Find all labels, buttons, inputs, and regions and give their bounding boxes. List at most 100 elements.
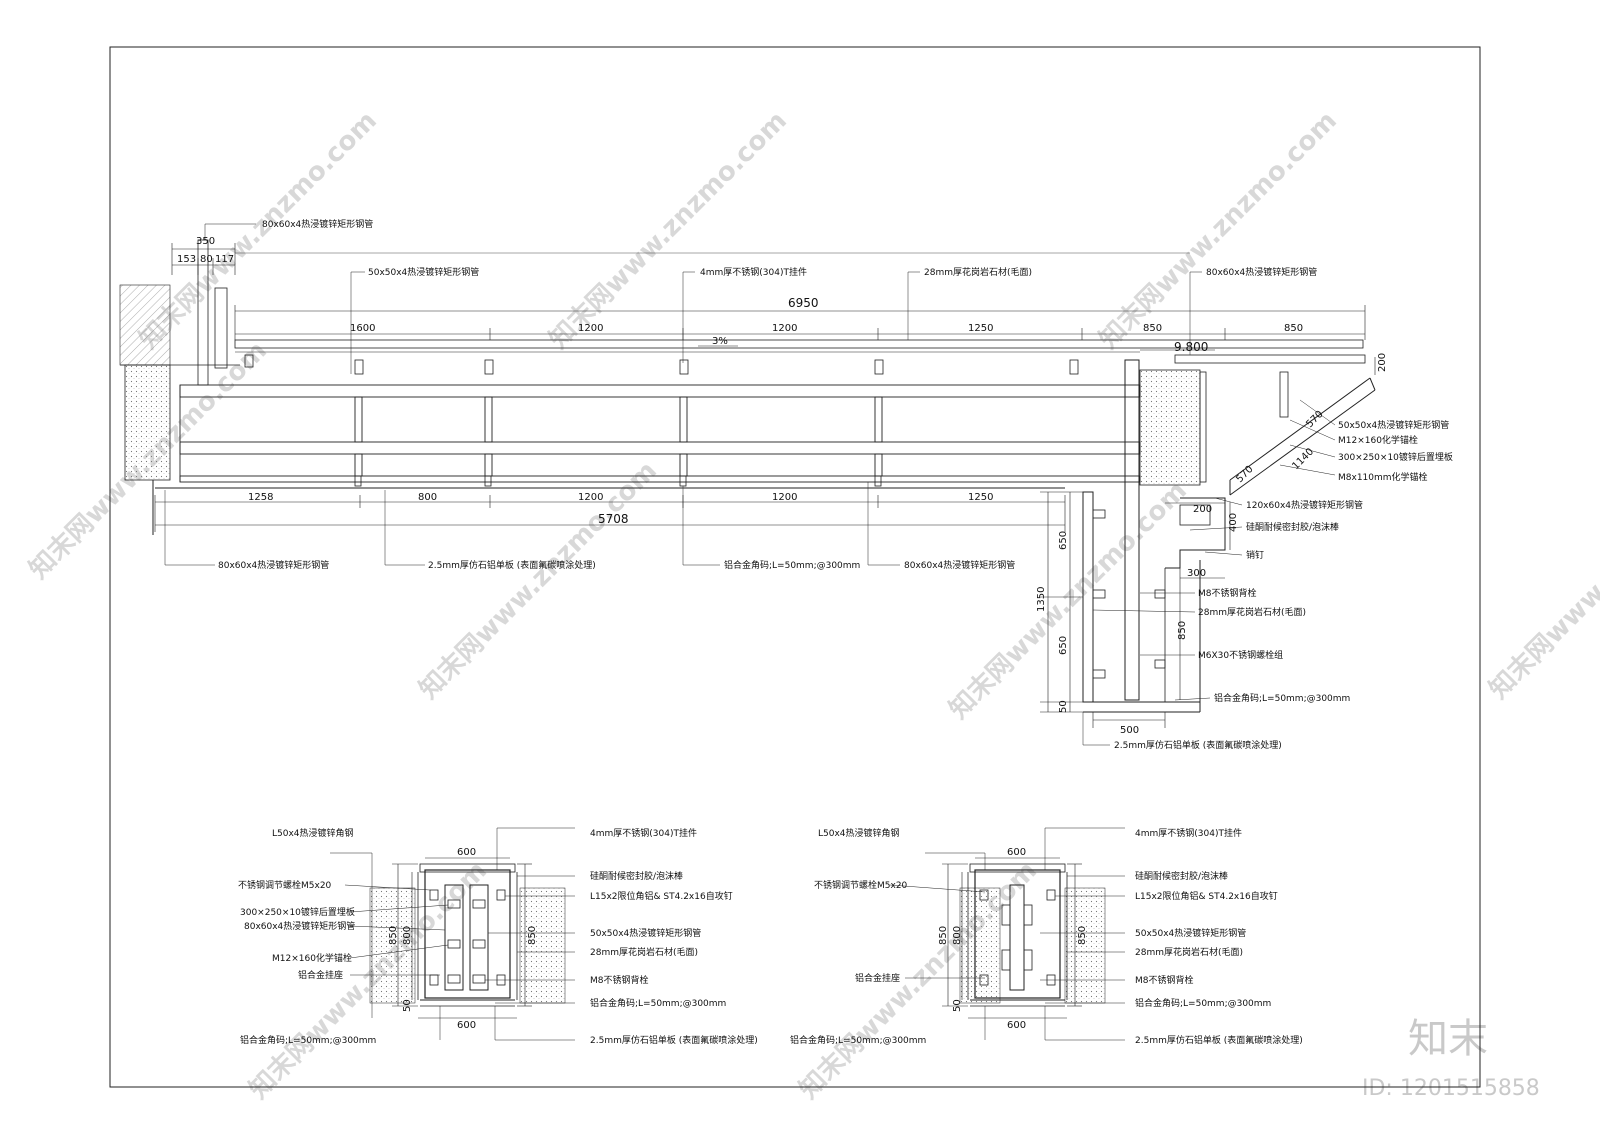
- label-alu-angle: 铝合金角码;L=50mm;@300mm: [724, 559, 860, 571]
- sr-dim-h850r: 850: [1077, 926, 1088, 945]
- label-r-tube120: 120x60x4热浸镀锌矩形钢管: [1246, 499, 1363, 511]
- dim-total-top: 6950: [788, 296, 819, 310]
- watermark-text: 知末网www.znzmo.com: [544, 106, 793, 355]
- sl-plate: 300×250×10镀锌后置埋板: [240, 906, 355, 918]
- sr-dim-bottom: 600: [1007, 1020, 1026, 1031]
- section-frame: [424, 869, 511, 999]
- dim-153: 153: [177, 254, 196, 265]
- dim-top-segment: 850: [1284, 323, 1303, 334]
- dim-r200: 200: [1193, 504, 1212, 515]
- label-r-tube50: 50x50x4热浸镀锌矩形钢管: [1338, 419, 1449, 431]
- sl-angle: L50x4热浸镀锌角钢: [272, 827, 354, 839]
- sl-alu-panel: 2.5mm厚仿石铝单板 (表面氟碳喷涂处理): [590, 1034, 758, 1046]
- dim-v850: 850: [1177, 621, 1188, 640]
- sl-dim-top: 600: [457, 847, 476, 858]
- label-granite: 28mm厚花岗岩石材(毛面): [924, 266, 1032, 278]
- dim-350: 350: [196, 236, 215, 247]
- drawing-frame: [109, 46, 1481, 1088]
- dim-117: 117: [215, 254, 234, 265]
- sr-alu-angle-r: 铝合金角码;L=50mm;@300mm: [1135, 997, 1271, 1009]
- sr-tube50: 50x50x4热浸镀锌矩形钢管: [1135, 927, 1246, 939]
- main-section-drawing: [119, 223, 1376, 746]
- watermark-text: 知末网www.znzmo.com: [244, 856, 493, 1105]
- label-r-alu-panel: 2.5mm厚仿石铝单板 (表面氟碳喷涂处理): [1114, 739, 1282, 751]
- sl-tube50: 50x50x4热浸镀锌矩形钢管: [590, 927, 701, 939]
- section-right-drawing: [889, 827, 1125, 1041]
- sl-bolt-m5: 不锈钢调节螺栓M5x20: [238, 879, 332, 891]
- elevation-label: 9.800: [1174, 340, 1208, 354]
- sr-bolt-m5: 不锈钢调节螺栓M5x20: [814, 879, 908, 891]
- watermark-text: 知末网www.znzmo.com: [414, 456, 663, 705]
- sr-dim-h800: 800: [952, 926, 963, 945]
- sl-dim-h50: 50: [402, 999, 413, 1012]
- dim-v1350: 1350: [1036, 587, 1047, 612]
- wall-concrete: [124, 364, 171, 481]
- sr-dim-h850l: 850: [938, 926, 949, 945]
- label-bottom-tube-mid: 80x60x4热浸镀锌矩形钢管: [904, 559, 1015, 571]
- sl-dim-bottom: 600: [457, 1020, 476, 1031]
- label-top-tube: 80x60x4热浸镀锌矩形钢管: [262, 218, 373, 230]
- sl-granite: 28mm厚花岗岩石材(毛面): [590, 946, 698, 958]
- label-alu-panel: 2.5mm厚仿石铝单板 (表面氟碳喷涂处理): [428, 559, 596, 571]
- dim-bottom-segment: 1258: [248, 492, 273, 503]
- dim-bottom-segment: 1200: [578, 492, 603, 503]
- dim-1140: 1140: [1290, 446, 1316, 472]
- watermark-text: 知末网www.znzmo.com: [794, 856, 1043, 1105]
- dim-b500: 500: [1120, 725, 1139, 736]
- sl-dim-h850r: 850: [527, 926, 538, 945]
- label-r-sealant: 硅酮耐候密封胶/泡沫棒: [1246, 521, 1339, 533]
- label-r-alu-angle: 铝合金角码;L=50mm;@300mm: [1214, 692, 1350, 704]
- image-id-watermark: ID: 1201515858: [1362, 1076, 1540, 1101]
- dim-r400: 400: [1228, 513, 1239, 532]
- label-r-m8-bolt: M8不锈钢背栓: [1198, 587, 1257, 599]
- watermark-layer: 知末网www.znzmo.com 知末网www.znzmo.com 知末网www…: [24, 106, 1600, 1105]
- dim-80: 80: [200, 254, 213, 265]
- dim-200: 200: [1377, 353, 1388, 372]
- label-r-pin: 销钉: [1246, 549, 1264, 561]
- dim-r300: 300: [1187, 568, 1206, 579]
- dim-v650a: 650: [1058, 531, 1069, 550]
- label-bottom-tube-left: 80x60x4热浸镀锌矩形钢管: [218, 559, 329, 571]
- dim-top-segment: 850: [1143, 323, 1162, 334]
- sl-alu-angle-l: 铝合金角码;L=50mm;@300mm: [240, 1034, 376, 1046]
- sl-tube80: 80x60x4热浸镀锌矩形钢管: [244, 920, 355, 932]
- dim-top-segment: 1600: [350, 323, 375, 334]
- dim-top-segment: 1200: [578, 323, 603, 334]
- label-right-tube: 80x60x4热浸镀锌矩形钢管: [1206, 266, 1317, 278]
- sl-l15: L15x2限位角铝& ST4.2x16自攻钉: [590, 890, 733, 902]
- label-tube50: 50x50x4热浸镀锌矩形钢管: [368, 266, 479, 278]
- sl-seat: 铝合金挂座: [298, 969, 343, 981]
- dim-bottom-segment: 1250: [968, 492, 993, 503]
- sl-dim-h800: 800: [402, 926, 413, 945]
- sr-hanger: 4mm厚不锈钢(304)T挂件: [1135, 827, 1242, 839]
- sl-m8: M8不锈钢背栓: [590, 974, 649, 986]
- sl-anchor: M12×160化学锚栓: [272, 952, 352, 964]
- dim-v650b: 650: [1058, 636, 1069, 655]
- label-r-anchor-m8: M8x110mm化学锚栓: [1338, 471, 1428, 483]
- steel-tube-middle: [179, 441, 1141, 455]
- label-r-plate: 300×250×10镀锌后置埋板: [1338, 451, 1453, 463]
- sr-sealant: 硅酮耐候密封胶/泡沫棒: [1135, 870, 1228, 882]
- steel-tube-upper: [179, 384, 1141, 398]
- dim-v50: 50: [1058, 700, 1069, 713]
- dim-total-bottom: 5708: [598, 512, 629, 526]
- sr-alu-panel: 2.5mm厚仿石铝单板 (表面氟碳喷涂处理): [1135, 1034, 1303, 1046]
- concrete-beam: [1139, 369, 1201, 486]
- dim-570a: 570: [1304, 409, 1325, 430]
- label-r-granite: 28mm厚花岗岩石材(毛面): [1198, 606, 1306, 618]
- label-hanger: 4mm厚不锈钢(304)T挂件: [700, 266, 807, 278]
- watermark-text: 知末网www.znzmo.com: [134, 106, 383, 355]
- sr-dim-h50: 50: [952, 999, 963, 1012]
- dim-bottom-segment: 800: [418, 492, 437, 503]
- dim-top-segment: 1250: [968, 323, 993, 334]
- sr-seat: 铝合金挂座: [855, 972, 900, 984]
- sl-alu-angle-r: 铝合金角码;L=50mm;@300mm: [590, 997, 726, 1009]
- sr-dim-top: 600: [1007, 847, 1026, 858]
- sr-m8: M8不锈钢背栓: [1135, 974, 1194, 986]
- dim-570b: 570: [1234, 464, 1255, 485]
- granite-slab-top: [234, 339, 1364, 349]
- steel-column: [1124, 359, 1140, 701]
- watermark-text: 知末网www.znzmo.com: [944, 476, 1193, 725]
- label-r-m6-bolt: M6X30不锈钢螺栓组: [1198, 649, 1283, 661]
